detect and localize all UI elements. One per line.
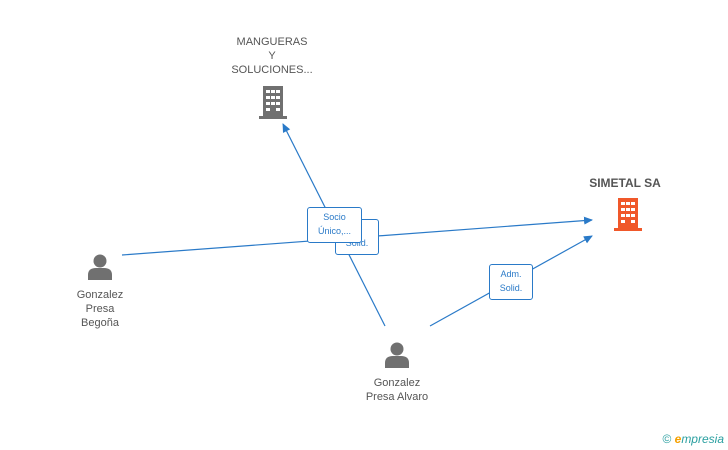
company-label-line: MANGUERAS bbox=[236, 36, 308, 48]
brand-footer[interactable]: © empresia bbox=[662, 432, 724, 446]
edge-label-line: Socio bbox=[323, 212, 346, 222]
company-label-line: SOLUCIONES... bbox=[231, 64, 313, 76]
person-label-line: Begoña bbox=[81, 317, 119, 329]
person-label-line: Presa Alvaro bbox=[365, 391, 429, 403]
person-icon[interactable] bbox=[86, 252, 114, 280]
person-label-line: Gonzalez bbox=[373, 377, 421, 389]
edge-label-socio-unico[interactable]: Socio Único,... bbox=[307, 207, 362, 243]
company-label-simetal[interactable]: SIMETAL SA bbox=[570, 176, 680, 190]
edge-label-line: Adm. bbox=[500, 269, 522, 279]
person-label-line: Presa bbox=[85, 303, 115, 315]
company-name: SIMETAL SA bbox=[589, 176, 661, 190]
copyright-symbol: © bbox=[662, 432, 672, 446]
building-icon[interactable] bbox=[612, 196, 644, 232]
brand-name: mpresia bbox=[681, 432, 724, 446]
edge-label-line: Solid. bbox=[345, 238, 369, 248]
edge-label-line: Único,... bbox=[317, 226, 351, 236]
person-label-alvaro[interactable]: Gonzalez Presa Alvaro bbox=[340, 376, 454, 404]
person-label-line: Gonzalez bbox=[76, 289, 124, 301]
company-label-line: Y bbox=[268, 50, 276, 62]
building-icon[interactable] bbox=[258, 84, 288, 120]
person-icon[interactable] bbox=[383, 340, 411, 368]
edge-label-adm-solid[interactable]: Adm. Solid. bbox=[489, 264, 533, 300]
edge-label-line: Solid. bbox=[499, 283, 523, 293]
person-label-begona[interactable]: Gonzalez Presa Begoña bbox=[48, 288, 152, 330]
company-label-mangueras[interactable]: MANGUERAS Y SOLUCIONES... bbox=[210, 35, 334, 77]
brand-logo-e: e bbox=[674, 432, 682, 446]
